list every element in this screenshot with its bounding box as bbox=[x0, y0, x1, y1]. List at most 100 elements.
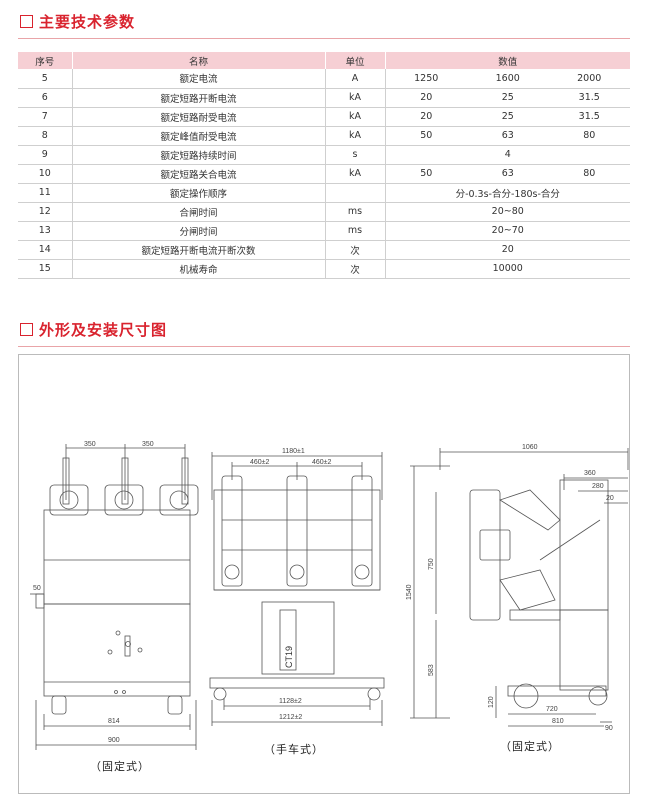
cell-name: 额定峰值耐受电流 bbox=[72, 126, 326, 146]
cell-no: 13 bbox=[18, 221, 73, 241]
cell-unit bbox=[325, 183, 386, 203]
dim-middle-bottom-inner: 1128±2 bbox=[279, 698, 302, 705]
cell-value: 20~70 bbox=[491, 225, 524, 236]
dim-side-r2: 280 bbox=[592, 483, 604, 490]
cell-name: 额定短路耐受电流 bbox=[72, 107, 326, 127]
col-no-header: 序号 bbox=[18, 52, 73, 69]
dim-front-top-left: 350 bbox=[84, 441, 96, 448]
dim-side-r3: 20 bbox=[606, 495, 614, 502]
cell-no: 6 bbox=[18, 88, 73, 108]
section-drawing-heading: 外形及安装尺寸图 bbox=[20, 319, 167, 340]
middle-view-drawing: 1180±1 460±2 460±2 CT19 1128±2 1212±2 bbox=[209, 448, 385, 726]
dim-side-base1: 720 bbox=[546, 706, 558, 713]
caption-side-fixed: （固定式） bbox=[500, 740, 560, 753]
section-params-heading: 主要技术参数 bbox=[20, 11, 135, 32]
cell-unit: kA bbox=[325, 88, 386, 108]
dim-side-r1: 360 bbox=[584, 470, 596, 477]
cell-unit: 次 bbox=[325, 259, 386, 279]
cell-unit: A bbox=[325, 69, 386, 89]
cell-value: 2000 bbox=[577, 72, 602, 84]
cell-unit: 次 bbox=[325, 240, 386, 260]
col-value-header: 数值 bbox=[385, 52, 630, 69]
params-table-header: 序号 名称 单位 数值 bbox=[18, 52, 630, 69]
cell-name: 额定短路关合电流 bbox=[72, 164, 326, 184]
dim-front-top-right: 350 bbox=[142, 441, 154, 448]
dim-middle-pitch-left: 460±2 bbox=[250, 459, 270, 466]
cell-value: 分-0.3s-合分-180s-合分 bbox=[455, 188, 560, 200]
cell-name: 额定短路开断电流 bbox=[72, 88, 326, 108]
cell-name: 分闸时间 bbox=[72, 221, 326, 241]
cell-unit: ms bbox=[325, 221, 386, 241]
cell-name: 合闸时间 bbox=[72, 202, 326, 222]
cell-value: 31.5 bbox=[578, 111, 600, 122]
cell-no: 7 bbox=[18, 107, 73, 127]
section-params-title: 主要技术参数 bbox=[39, 13, 136, 31]
cell-value: 50 bbox=[420, 168, 433, 179]
cell-no: 5 bbox=[18, 69, 73, 89]
cell-value: 20 bbox=[420, 111, 433, 122]
cell-no: 15 bbox=[18, 259, 73, 279]
cell-value: 20~80 bbox=[491, 206, 524, 217]
section-drawing-title: 外形及安装尺寸图 bbox=[39, 321, 168, 339]
cell-value: 20 bbox=[501, 244, 514, 255]
cell-value: 10000 bbox=[492, 263, 523, 274]
cell-value: 31.5 bbox=[578, 92, 600, 103]
col-unit-header: 单位 bbox=[325, 52, 386, 69]
cell-values: 20 bbox=[385, 240, 630, 260]
cell-unit: s bbox=[325, 145, 386, 165]
dim-side-lower: 583 bbox=[428, 664, 435, 676]
cell-no: 8 bbox=[18, 126, 73, 146]
section-divider bbox=[18, 346, 630, 347]
cell-value: 63 bbox=[501, 168, 514, 179]
cell-name: 额定电流 bbox=[72, 69, 326, 89]
cell-no: 11 bbox=[18, 183, 73, 203]
cell-value: 20 bbox=[420, 92, 433, 103]
cell-value: 1600 bbox=[495, 72, 520, 84]
cell-unit: kA bbox=[325, 126, 386, 146]
cell-name: 机械寿命 bbox=[72, 259, 326, 279]
cell-no: 10 bbox=[18, 164, 73, 184]
dim-middle-top: 1180±1 bbox=[282, 448, 305, 455]
section-divider bbox=[18, 38, 630, 39]
cell-values: 分-0.3s-合分-180s-合分 bbox=[385, 183, 630, 203]
dim-side-end: 90 bbox=[605, 725, 613, 732]
dim-side-upper: 750 bbox=[428, 558, 435, 570]
cell-value: 80 bbox=[583, 130, 596, 141]
col-name-header: 名称 bbox=[72, 52, 326, 69]
dim-side-base2: 810 bbox=[552, 718, 564, 725]
cell-unit: kA bbox=[325, 107, 386, 127]
side-view-drawing: 1060 360 280 20 1540 750 583 120 720 81 bbox=[406, 444, 629, 732]
dim-side-top: 1060 bbox=[522, 444, 538, 451]
cell-value: 63 bbox=[501, 130, 514, 141]
dim-side-wheel: 120 bbox=[488, 696, 495, 708]
cell-no: 14 bbox=[18, 240, 73, 260]
cell-name: 额定短路持续时间 bbox=[72, 145, 326, 165]
dim-front-bottom-outer: 900 bbox=[108, 737, 120, 744]
caption-middle-withdrawable: （手车式） bbox=[264, 743, 324, 756]
drawing-frame bbox=[18, 354, 630, 794]
checkbox-square-icon bbox=[20, 323, 33, 336]
ct-plate-label: CT19 bbox=[284, 646, 294, 668]
cell-unit: ms bbox=[325, 202, 386, 222]
dim-middle-pitch-right: 460±2 bbox=[312, 459, 332, 466]
cell-values: 10000 bbox=[385, 259, 630, 279]
cell-values: 20 25 31.5 bbox=[385, 88, 630, 108]
cell-values: 20~70 bbox=[385, 221, 630, 241]
cell-unit: kA bbox=[325, 164, 386, 184]
cell-value: 25 bbox=[501, 92, 514, 103]
cell-name: 额定操作顺序 bbox=[72, 183, 326, 203]
dim-side-height: 1540 bbox=[406, 584, 413, 600]
